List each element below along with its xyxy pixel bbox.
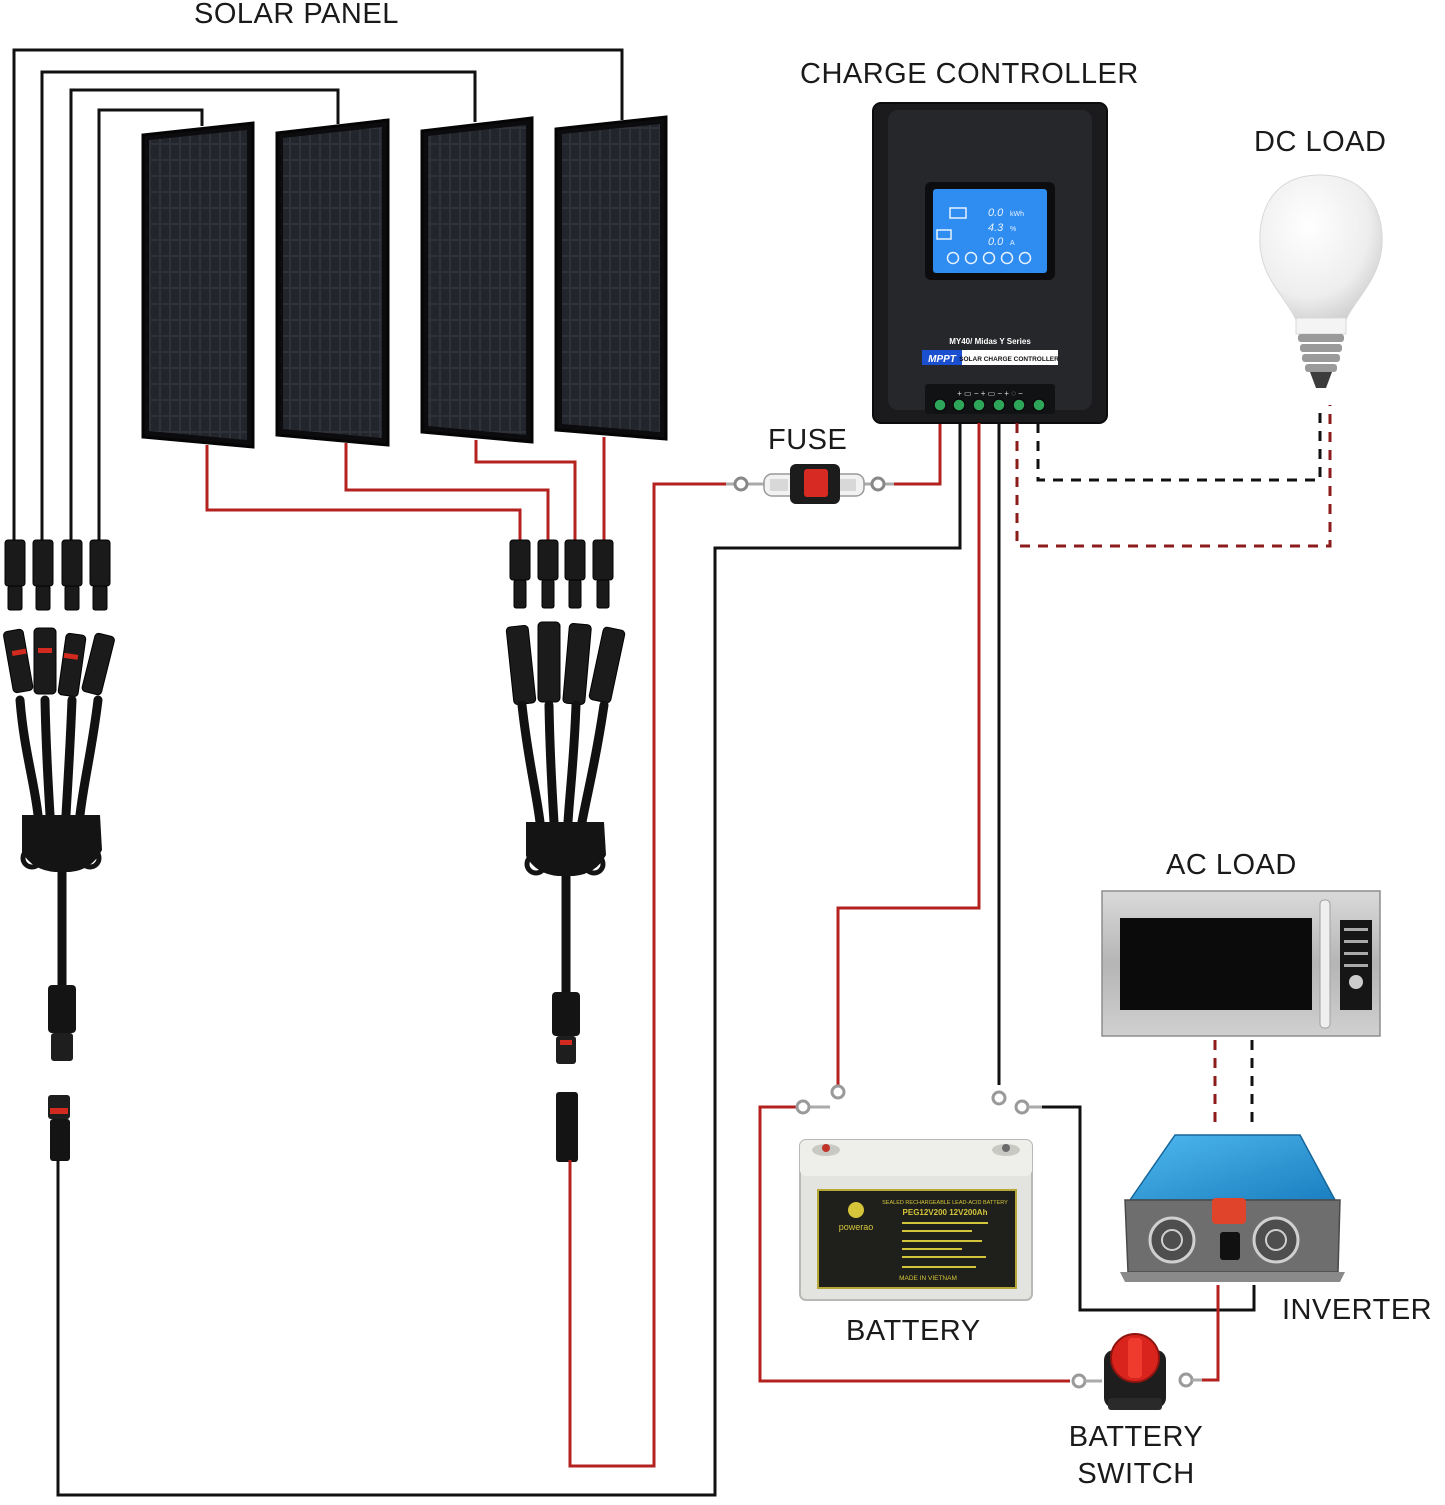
controller-buttons: [946, 251, 1032, 265]
switch-pos-wire: [758, 1105, 1070, 1383]
dc-load-wires: [1015, 405, 1332, 548]
solar-panel-3: [420, 116, 534, 444]
mc4-connectors-positive: [509, 539, 614, 609]
pos-wire-panel-1: [205, 445, 522, 540]
battery-switch-label-line1: BATTERY: [1068, 1421, 1204, 1453]
fuse-holder: [726, 464, 894, 504]
lcd-unit-2: %: [1010, 226, 1016, 233]
pos-controller-pv-wire: [894, 423, 942, 486]
battery-switch-label-line2: SWITCH: [1077, 1458, 1195, 1490]
controller-terminals: [933, 398, 1046, 412]
battery-origin: MADE IN VIETNAM: [899, 1275, 957, 1282]
controller-lcd: [933, 189, 1047, 273]
neg-wire-panel-2: [69, 88, 340, 540]
neg-wire-panel-1: [97, 108, 204, 540]
panel-positive-wires: [205, 437, 606, 540]
neg-wire-panel-4: [12, 48, 624, 540]
battery-brand: powerao: [839, 1222, 874, 1232]
inverter: [1120, 1134, 1345, 1282]
battery-wires: [758, 423, 1256, 1383]
lcd-unit-1: kWh: [1010, 211, 1024, 218]
inverter-neg-wire: [1040, 1105, 1256, 1312]
dc-load-neg-wire: [1036, 405, 1322, 482]
panel-negative-wires: [12, 48, 624, 540]
mc4-connectors-negative: [4, 539, 111, 611]
lcd-battery-icon: [936, 229, 952, 240]
solar-panel-4: [554, 115, 668, 441]
pos-wire-panel-2: [344, 443, 550, 540]
inverter-label: INVERTER: [1282, 1294, 1433, 1326]
terminal-marks: + ▭ − + ▭ − + ◌ −: [957, 389, 1023, 398]
ac-load-label: AC LOAD: [1166, 849, 1297, 881]
inverter-pos-wire: [1200, 1285, 1220, 1382]
battery-switch: [1104, 1333, 1166, 1410]
fuse-label: FUSE: [768, 424, 848, 456]
battery-pos-wire: [836, 423, 981, 1085]
charge-controller-label: CHARGE CONTROLLER: [800, 58, 1139, 90]
lcd-value-3: 0.0: [988, 236, 1004, 248]
branch-connector-positive: [505, 621, 626, 1162]
charge-controller: 0.0 kWh 4.3 % 0.0 A MY40/ Midas Y Series…: [872, 102, 1108, 424]
solar-panels: [141, 115, 668, 449]
pos-home-run-wire: [568, 482, 726, 1468]
ac-load-microwave: [1101, 890, 1381, 1037]
battery-model: PEG12V200 12V200Ah: [903, 1208, 988, 1217]
battery: powerao SEALED RECHARGEABLE LEAD-ACID BA…: [799, 1139, 1033, 1301]
branch-connector-negative: [3, 627, 115, 1161]
battery-label: BATTERY: [846, 1315, 981, 1347]
lcd-value-2: 4.3: [988, 222, 1004, 234]
neg-wire-panel-3: [40, 70, 477, 540]
home-run-wires: [56, 423, 962, 1497]
ac-load-wires: [1213, 1040, 1254, 1130]
controller-badge: MPPT: [928, 354, 957, 365]
controller-subtitle: SOLAR CHARGE CONTROLLER: [959, 356, 1059, 363]
dc-load-label: DC LOAD: [1254, 126, 1387, 158]
controller-model: MY40/ Midas Y Series: [949, 337, 1031, 346]
dc-load-bulb: [1259, 174, 1383, 388]
lcd-value-1: 0.0: [988, 207, 1004, 219]
solar-panel-2: [275, 118, 390, 447]
battery-switch-label: BATTERY SWITCH: [1058, 1419, 1214, 1493]
pos-wire-panel-3: [474, 440, 577, 540]
lcd-unit-3: A: [1010, 240, 1015, 247]
solar-panel-1: [141, 121, 255, 449]
solar-panel-label: SOLAR PANEL: [194, 0, 399, 30]
dc-load-pos-wire: [1015, 405, 1332, 548]
battery-title: SEALED RECHARGEABLE LEAD-ACID BATTERY: [882, 1200, 1008, 1206]
neg-home-run-wire: [56, 423, 962, 1497]
lcd-panel-icon: [949, 207, 967, 219]
